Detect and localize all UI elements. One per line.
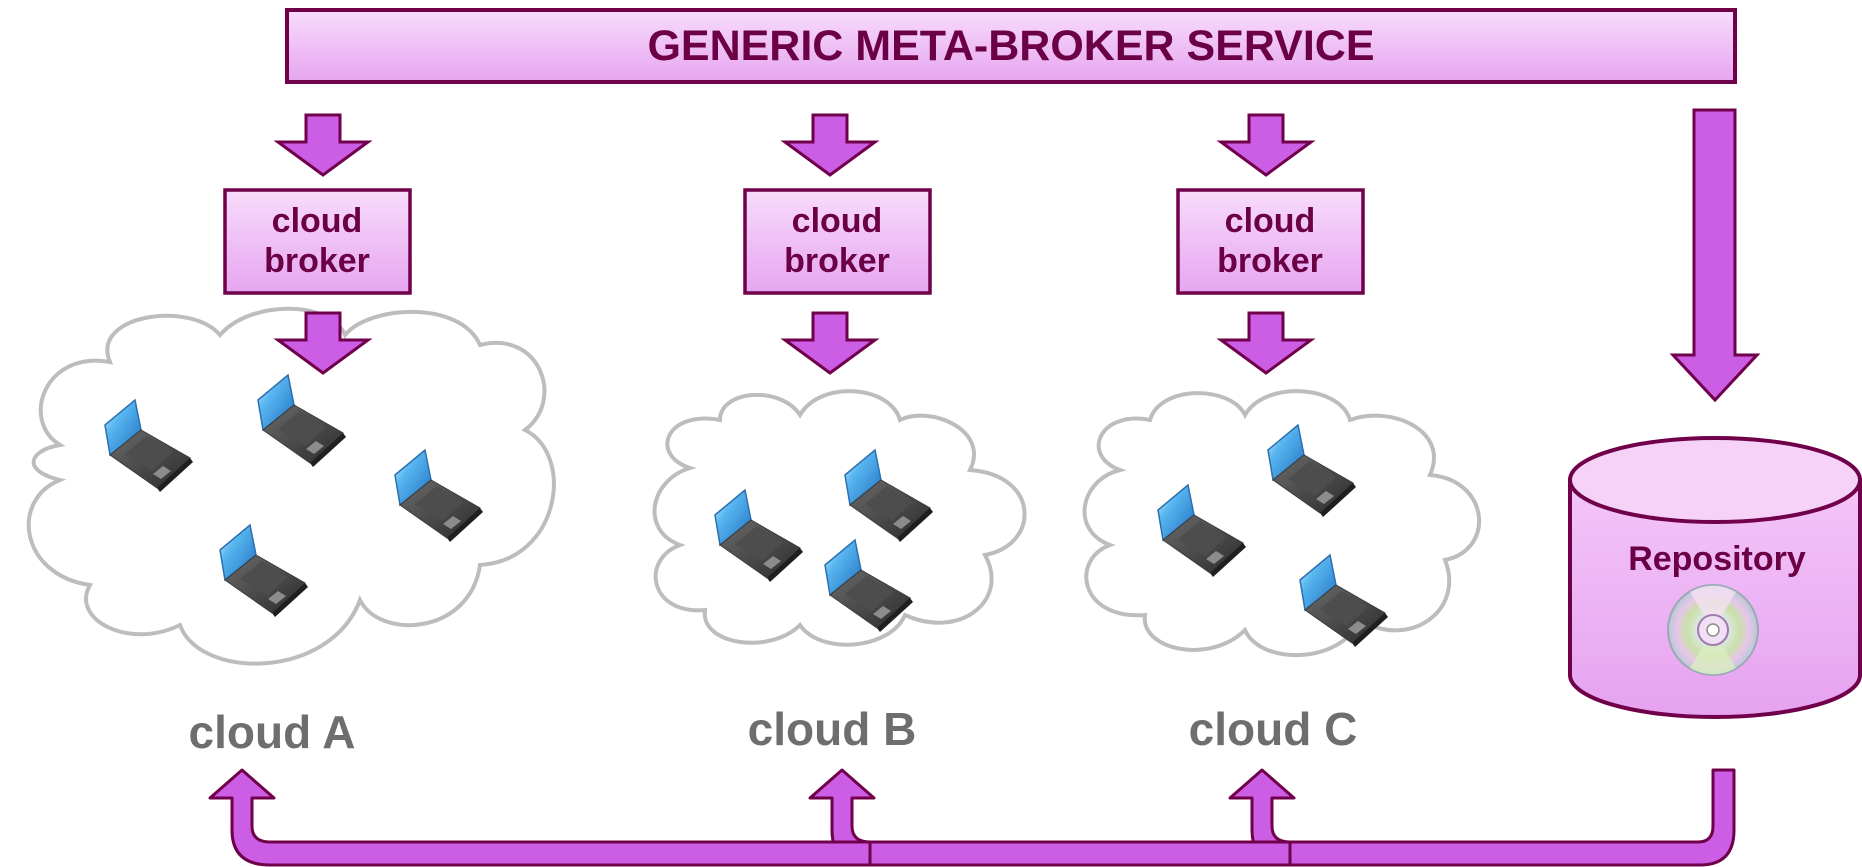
broker-a-label-line1: cloud [272,202,363,240]
broker-box-b: cloud broker [743,188,932,295]
cd-disc-icon [1667,584,1759,676]
broker-c-label-line2: broker [1217,242,1323,280]
repository-to-clouds-arrows [208,768,1736,867]
broker-b-to-cloud-b-arrow [783,311,877,375]
repository-to-cloud-a-arrow [208,768,872,867]
broker-box-a: cloud broker [223,188,412,295]
service-to-broker-a-arrow [276,113,370,177]
repository-cylinder: Repository [1568,436,1862,719]
cloud-b [652,389,1027,647]
repository-label: Repository [1628,540,1806,578]
broker-box-c: cloud broker [1176,188,1365,295]
cloud-c-outline [1082,389,1481,658]
meta-broker-service-box: GENERIC META-BROKER SERVICE [285,8,1737,84]
service-to-broker-b-arrow [783,113,877,177]
broker-c-to-cloud-c-arrow [1219,311,1313,375]
cloud-a [26,306,556,666]
repository-to-cloud-b-arrow [808,768,1292,867]
broker-b-label-line1: cloud [792,202,883,240]
broker-a-label-line2: broker [264,242,370,280]
cloud-c-label: cloud C [1189,703,1358,755]
service-to-repository-arrow [1669,108,1761,403]
broker-b-label-line2: broker [784,242,890,280]
cloud-b-label: cloud B [748,703,917,755]
cloud-a-outline [26,306,556,666]
cloud-a-label: cloud A [189,706,356,758]
cloud-b-outline [652,389,1027,647]
meta-broker-service-title: GENERIC META-BROKER SERVICE [647,22,1374,70]
service-to-broker-c-arrow [1219,113,1313,177]
repository-to-cloud-c-arrow [1228,768,1736,867]
broker-c-label-line1: cloud [1225,202,1316,240]
cloud-c [1082,389,1481,658]
